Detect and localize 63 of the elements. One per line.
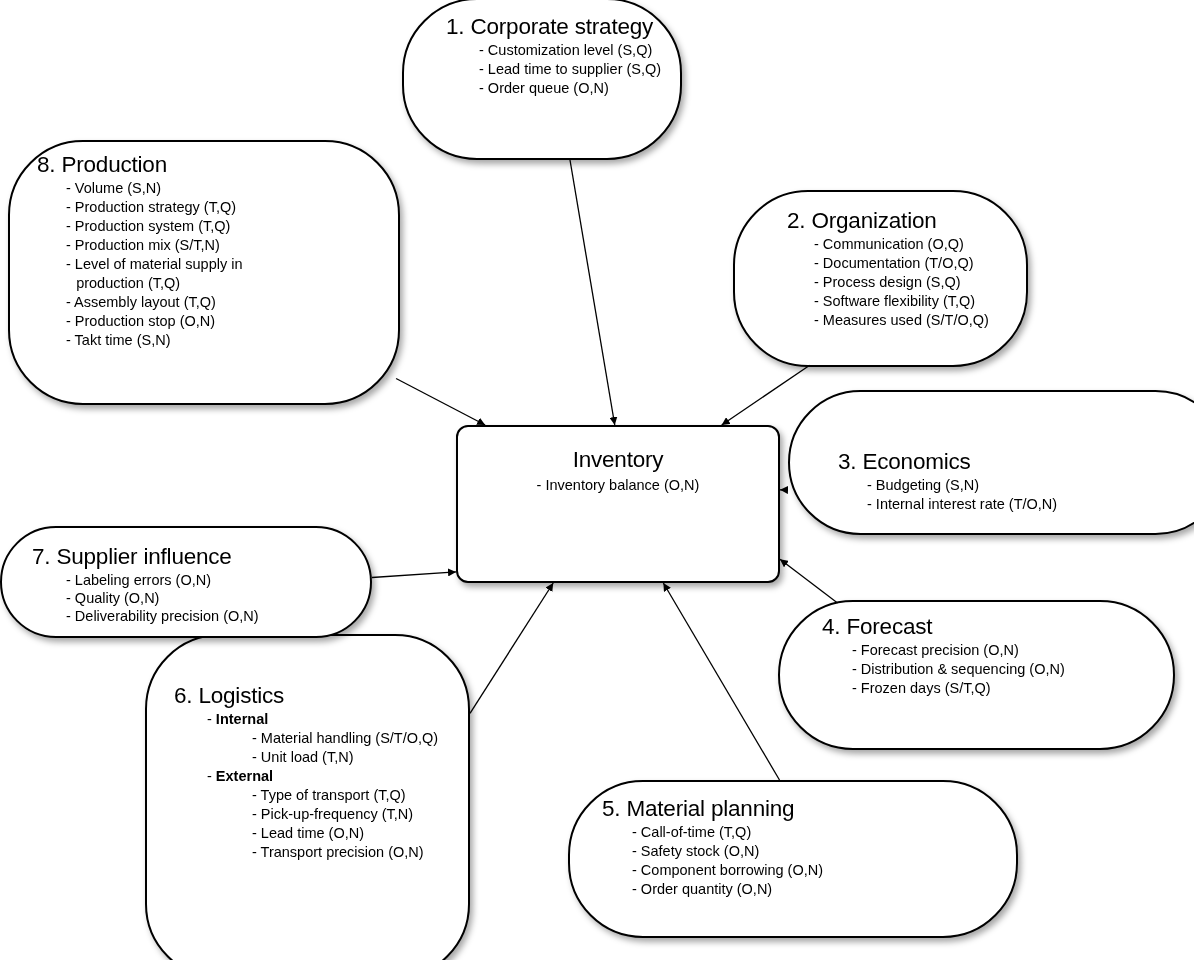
rounded-box	[8, 140, 400, 405]
list-item: - Unit load (T,N)	[252, 748, 354, 767]
arrow	[662, 582, 781, 781]
list-item: - Distribution & sequencing (O,N)	[852, 660, 1065, 679]
list-item: - Production mix (S/T,N)	[66, 236, 220, 255]
arrow	[779, 486, 789, 495]
arrow	[721, 364, 811, 426]
list-item: - Takt time (S,N)	[66, 331, 171, 350]
list-item: - Assembly layout (T,Q)	[66, 293, 216, 312]
rounded-box	[733, 190, 1028, 367]
box-heading: 2. Organization	[787, 207, 937, 235]
list-item: - Order queue (O,N)	[479, 79, 609, 98]
list-item: - Deliverability precision (O,N)	[66, 607, 259, 625]
list-item: - Customization level (S,Q)	[479, 41, 653, 60]
box-heading: 5. Material planning	[602, 795, 795, 823]
list-item: - Labeling errors (O,N)	[66, 571, 212, 589]
list-item: - Type of transport (T,Q)	[252, 786, 406, 805]
rounded-box	[145, 634, 470, 960]
box-heading: Inventory	[572, 446, 664, 474]
arrow	[371, 568, 457, 579]
list-item: - Order quantity (O,N)	[632, 880, 773, 899]
arrow	[779, 558, 839, 604]
rounded-box	[0, 526, 372, 638]
list-item: - Quality (O,N)	[66, 589, 160, 607]
list-item: - Safety stock (O,N)	[632, 842, 760, 861]
list-item: - Budgeting (S,N)	[867, 476, 980, 495]
list-item: - Volume (S,N)	[66, 179, 162, 198]
list-item: - Inventory balance (O,N)	[536, 476, 700, 495]
list-item: - Documentation (T/O,Q)	[814, 254, 974, 273]
list-item: - Material handling (S/T/O,Q)	[252, 729, 439, 748]
list-item: - Pick-up-frequency (T,N)	[252, 805, 414, 824]
list-item: - Internal	[207, 710, 270, 729]
list-item: - Communication (O,Q)	[814, 235, 964, 254]
list-item: - Call-of-time (T,Q)	[632, 823, 752, 842]
list-item: - Production system (T,Q)	[66, 217, 231, 236]
box-heading: 6. Logistics	[174, 682, 285, 710]
list-item: - Frozen days (S/T,Q)	[852, 679, 991, 698]
list-item: - Lead time (O,N)	[252, 824, 364, 843]
box-heading: 7. Supplier influence	[32, 543, 232, 571]
list-item: - Production strategy (T,Q)	[66, 198, 237, 217]
list-item: - Software flexibility (T,Q)	[814, 292, 976, 311]
arrow	[395, 377, 486, 426]
arrow	[569, 159, 618, 426]
list-item: - Measures used (S/T/O,Q)	[814, 311, 989, 330]
box-heading: 1. Corporate strategy	[446, 13, 654, 41]
rounded-box	[568, 780, 1018, 938]
central-box	[456, 425, 780, 583]
list-item: - Lead time to supplier (S,Q)	[479, 60, 662, 79]
list-item: - Component borrowing (O,N)	[632, 861, 823, 880]
box-heading: 4. Forecast	[822, 613, 933, 641]
rounded-box	[788, 390, 1194, 535]
list-item: - Production stop (O,N)	[66, 312, 216, 331]
rounded-box	[402, 0, 682, 160]
list-item: - External	[207, 767, 275, 786]
list-item: - Internal interest rate (T/O,N)	[867, 495, 1058, 514]
box-heading: 3. Economics	[838, 448, 971, 476]
rounded-box	[778, 600, 1175, 750]
list-item: - Level of material supply in production (T,Q)	[66, 255, 244, 293]
box-heading: 8. Production	[37, 151, 167, 179]
list-item: - Transport precision (O,N)	[252, 843, 424, 862]
arrow	[469, 582, 554, 714]
list-item: - Forecast precision (O,N)	[852, 641, 1019, 660]
list-item: - Process design (S,Q)	[814, 273, 961, 292]
